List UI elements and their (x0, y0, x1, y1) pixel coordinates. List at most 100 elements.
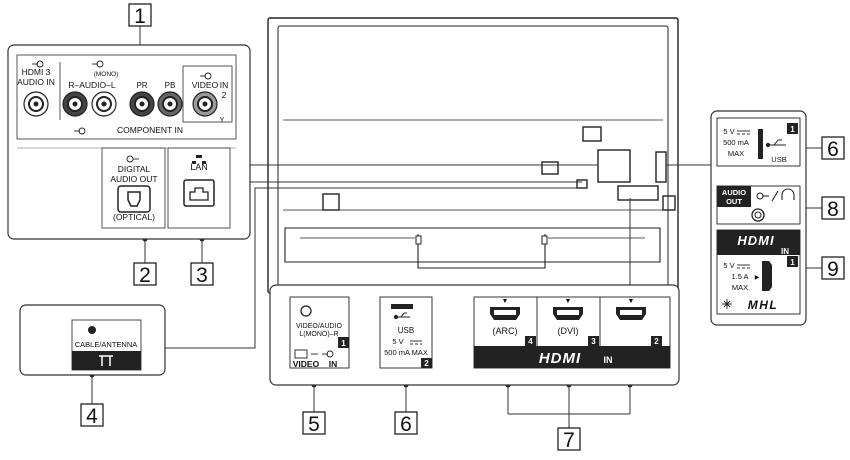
callout-9: 9 (821, 256, 845, 281)
video-in-label-bottom: VIDEO (293, 359, 320, 369)
callout-5: 5 (302, 411, 326, 436)
svg-text:7: 7 (563, 429, 575, 452)
tv-back-connectors-detail (415, 235, 548, 245)
pb-label: PB (165, 81, 176, 90)
dvi-label: (DVI) (558, 326, 579, 336)
svg-text:2: 2 (139, 264, 151, 287)
input-output-icon (294, 349, 334, 359)
hdmi-1-num: 1 (790, 258, 795, 267)
mhl-label: MHL (748, 298, 779, 312)
antenna-icon (99, 355, 113, 366)
hdmi-4-num: 4 (528, 337, 533, 346)
leader-lines (91, 26, 822, 428)
callout-6-right: 6 (821, 136, 845, 161)
video-audio-label: VIDEO/AUDIO (296, 323, 342, 330)
usb-1-500ma: 500 mA (723, 138, 749, 147)
audio-out-jack[interactable] (751, 208, 765, 222)
panel-antenna: CABLE/ANTENNA (19, 304, 166, 376)
dc-symbol (737, 264, 750, 269)
usb-2-500ma: 500 mA MAX (384, 348, 428, 357)
hdmi-2-port[interactable]: ▼ (616, 298, 646, 320)
antenna-jack[interactable] (88, 326, 96, 334)
pr-jack[interactable] (129, 91, 155, 117)
r-audio-l-label: R–AUDIO–L (68, 80, 116, 90)
video-in-label: VIDEO (192, 80, 219, 90)
svg-text:6: 6 (400, 413, 412, 436)
arc-label: (ARC) (493, 326, 518, 336)
svg-text:3: 3 (196, 264, 208, 287)
usb-1-5v: 5 V (723, 127, 734, 136)
video-in-label-2: IN (220, 80, 229, 90)
y-label: Y (219, 115, 224, 124)
audio-out-label-2: OUT (726, 197, 742, 206)
lan-label: LAN (190, 162, 208, 172)
input-icon (32, 60, 212, 135)
video-in-num: 2 (222, 90, 227, 100)
callout-4: 4 (80, 403, 104, 428)
digital-audio-out-label-2: AUDIO OUT (110, 174, 157, 184)
digital-audio-out-label: DIGITAL (118, 164, 151, 174)
dc-symbol (410, 340, 422, 345)
hdmi3-audio-in-jack[interactable] (23, 91, 49, 117)
usb-2-label: USB (398, 326, 414, 335)
audio-l-jack[interactable] (91, 91, 117, 117)
panel-bottom: VIDEO/AUDIO L(MONO)–R 1 VIDEO IN USB 5 V… (269, 284, 680, 386)
hdmi3-audio-in-label-2: AUDIO IN (17, 77, 55, 87)
callout-1: 1 (128, 3, 152, 28)
video-in-y-jack[interactable] (192, 91, 218, 117)
callout-6-bottom: 6 (394, 411, 418, 436)
pb-jack[interactable] (157, 91, 183, 117)
usb-2-port[interactable] (391, 304, 413, 309)
hdmi-1-port[interactable] (762, 261, 772, 291)
svg-text:▶: ▶ (755, 275, 760, 281)
panel-right: 5 V 500 mA MAX USB 1 AUDIO OUT HDMI IN (710, 110, 807, 326)
svg-text:4: 4 (86, 405, 98, 428)
hdmi-in-right: IN (781, 247, 789, 256)
svg-text:8: 8 (827, 198, 839, 221)
lan-jack[interactable] (183, 179, 215, 207)
svg-text:▼: ▼ (565, 298, 572, 305)
hdmi-4-port[interactable]: ▼ (490, 298, 520, 320)
pr-label: PR (136, 81, 147, 90)
svg-text:5: 5 (308, 413, 320, 436)
svg-text:1: 1 (134, 5, 146, 28)
usb-1-label: USB (771, 155, 786, 164)
hdmi-3-num: 3 (591, 337, 596, 346)
hdmi-2-num: 2 (654, 337, 659, 346)
headphone-icon (756, 188, 795, 202)
video-in-label-bottom-2: IN (329, 359, 338, 369)
hdmi-1-max: MAX (732, 283, 748, 292)
callout-7: 7 (557, 427, 581, 452)
tv-back-outline (267, 17, 679, 294)
hdmi-logo-right: HDMI (737, 233, 774, 248)
callout-8: 8 (821, 196, 845, 221)
optical-label: (OPTICAL) (113, 212, 155, 222)
dc-symbol (737, 130, 750, 135)
video-in-1-num: 1 (341, 338, 346, 348)
mono-label: (MONO) (94, 71, 119, 78)
hdmi-3-port[interactable]: ▼ (553, 298, 583, 320)
mhl-icon (722, 299, 732, 309)
hdmi-logo-bottom: HDMI (539, 350, 581, 367)
panel-top-left: HDMI 3 AUDIO IN (MONO) R–AUDIO–L PR PB V… (7, 44, 251, 240)
callout-2: 2 (133, 262, 157, 287)
usb-1-max: MAX (728, 149, 744, 158)
usb-icon (393, 312, 410, 320)
svg-text:▼: ▼ (502, 298, 509, 305)
hdmi-in-bottom: IN (604, 355, 613, 365)
video-audio-label-2: L(MONO)–R (299, 331, 338, 338)
svg-text:9: 9 (827, 258, 839, 281)
network-icon (192, 155, 206, 164)
optical-jack[interactable] (117, 185, 151, 213)
usb-2-num: 2 (424, 359, 429, 368)
component-in-label: COMPONENT IN (117, 125, 183, 135)
hdmi3-audio-in-label: HDMI 3 (22, 67, 51, 77)
audio-r-jack[interactable] (62, 91, 88, 117)
video-audio-in-1-jack[interactable] (300, 305, 312, 317)
callout-3: 3 (190, 262, 214, 287)
usb-1-port[interactable] (758, 129, 763, 159)
usb-2-5v: 5 V (392, 337, 403, 346)
usb-1-num: 1 (790, 125, 795, 134)
audio-out-label: AUDIO (722, 188, 746, 197)
